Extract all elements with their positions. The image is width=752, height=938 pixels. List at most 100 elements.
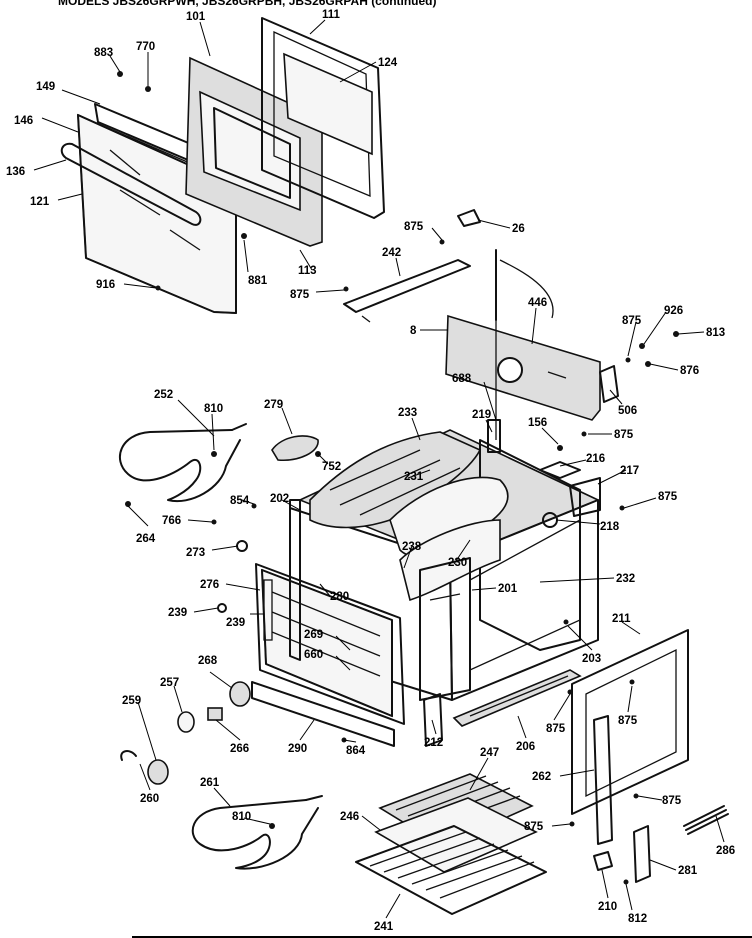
hinge-receiver-210 (593, 851, 613, 871)
screw-875a (439, 239, 445, 245)
header-text: MODELS JBS26GRPWH, JBS26GRPBH, JBS26GRPA… (58, 0, 437, 8)
part-264 (125, 501, 131, 507)
label-233: 233 (398, 407, 417, 419)
label-259: 259 (122, 695, 141, 707)
label-766: 766 (162, 515, 181, 527)
oven-rear-panel-201 (419, 557, 471, 701)
end-cap-506 (599, 365, 619, 403)
label-875-b: 875 (290, 289, 310, 301)
spring-286 (683, 805, 729, 835)
label-812: 812 (628, 913, 647, 925)
bake-element-252 (118, 423, 247, 503)
label-875-g: 875 (618, 715, 638, 727)
label-264: 264 (136, 533, 156, 545)
label-752: 752 (322, 461, 341, 473)
door-handle (60, 142, 202, 226)
screw-770 (145, 86, 151, 92)
label-269: 269 (304, 629, 323, 641)
leader-lines (33, 19, 725, 919)
label-146: 146 (14, 115, 33, 127)
insulation-blanket-233 (309, 431, 482, 529)
side-panel-211 (571, 629, 689, 815)
label-238: 238 (402, 541, 422, 553)
broil-element-251 (191, 795, 323, 870)
lamp-lens-259 (147, 759, 169, 785)
control-panel-backguard (445, 314, 601, 421)
label-216: 216 (586, 453, 605, 465)
label-121: 121 (30, 196, 50, 208)
label-281: 281 (678, 865, 698, 877)
lamp-bulb-257 (177, 711, 195, 733)
label-8: 8 (410, 325, 417, 337)
bottom-trim-290 (251, 681, 395, 747)
label-876: 876 (680, 365, 699, 377)
label-881: 881 (248, 275, 268, 287)
label-149: 149 (36, 81, 55, 93)
label-201: 201 (498, 583, 518, 595)
label-231: 231 (404, 471, 424, 483)
label-241: 241 (374, 921, 394, 933)
label-212: 212 (424, 737, 443, 749)
label-218: 218 (600, 521, 620, 533)
label-660: 660 (304, 649, 323, 661)
label-273: 273 (186, 547, 205, 559)
part-766 (211, 519, 217, 525)
sensor-273 (236, 540, 248, 552)
part-876 (645, 361, 651, 367)
label-875-h: 875 (662, 795, 682, 807)
part-812 (623, 879, 629, 885)
label-136: 136 (6, 166, 25, 178)
label-257: 257 (160, 677, 179, 689)
label-810-a: 810 (204, 403, 223, 415)
clip-260 (120, 750, 137, 761)
bracket-262 (593, 715, 613, 845)
label-206: 206 (516, 741, 535, 753)
part-810b (269, 823, 275, 829)
bracket-212 (423, 693, 443, 747)
bracket-26 (457, 209, 481, 227)
oven-liner-232 (479, 439, 581, 651)
part-156 (557, 445, 563, 451)
screw-875c (625, 357, 631, 363)
label-111: 111 (322, 9, 341, 21)
label-279: 279 (264, 399, 283, 411)
label-210: 210 (598, 901, 617, 913)
label-290: 290 (288, 743, 307, 755)
label-113: 113 (298, 265, 317, 277)
label-926: 926 (664, 305, 683, 317)
label-124: 124 (378, 57, 398, 69)
label-883: 883 (94, 47, 113, 59)
label-246: 246 (340, 811, 359, 823)
part-labels: 101 111 124 883 770 149 146 136 121 916 … (6, 9, 735, 933)
bracket-217 (569, 477, 601, 517)
part-813 (673, 331, 679, 337)
label-156: 156 (528, 417, 547, 429)
insulation-230 (399, 519, 501, 602)
label-202: 202 (270, 493, 289, 505)
label-770: 770 (136, 41, 155, 53)
label-916: 916 (96, 279, 115, 291)
label-506: 506 (618, 405, 637, 417)
label-688: 688 (452, 373, 472, 385)
label-864: 864 (346, 745, 366, 757)
screw-875f (567, 689, 573, 695)
hinge-281 (633, 825, 651, 883)
bracket-219 (487, 419, 501, 453)
door-frame (261, 17, 385, 219)
label-280: 280 (330, 591, 349, 603)
label-875-a: 875 (404, 221, 424, 233)
part-203 (563, 619, 569, 625)
label-875-f: 875 (546, 723, 566, 735)
oven-rack-241 (355, 825, 547, 915)
label-854: 854 (230, 495, 250, 507)
door-glass (283, 52, 373, 156)
label-875-i: 875 (524, 821, 544, 833)
bracket-216 (539, 461, 581, 479)
screw-875i (569, 821, 575, 827)
label-813: 813 (706, 327, 725, 339)
screw-875d (581, 431, 587, 437)
label-446: 446 (528, 297, 547, 309)
side-rail-206 (452, 669, 582, 727)
label-26: 26 (512, 223, 525, 235)
label-252: 252 (154, 389, 173, 401)
